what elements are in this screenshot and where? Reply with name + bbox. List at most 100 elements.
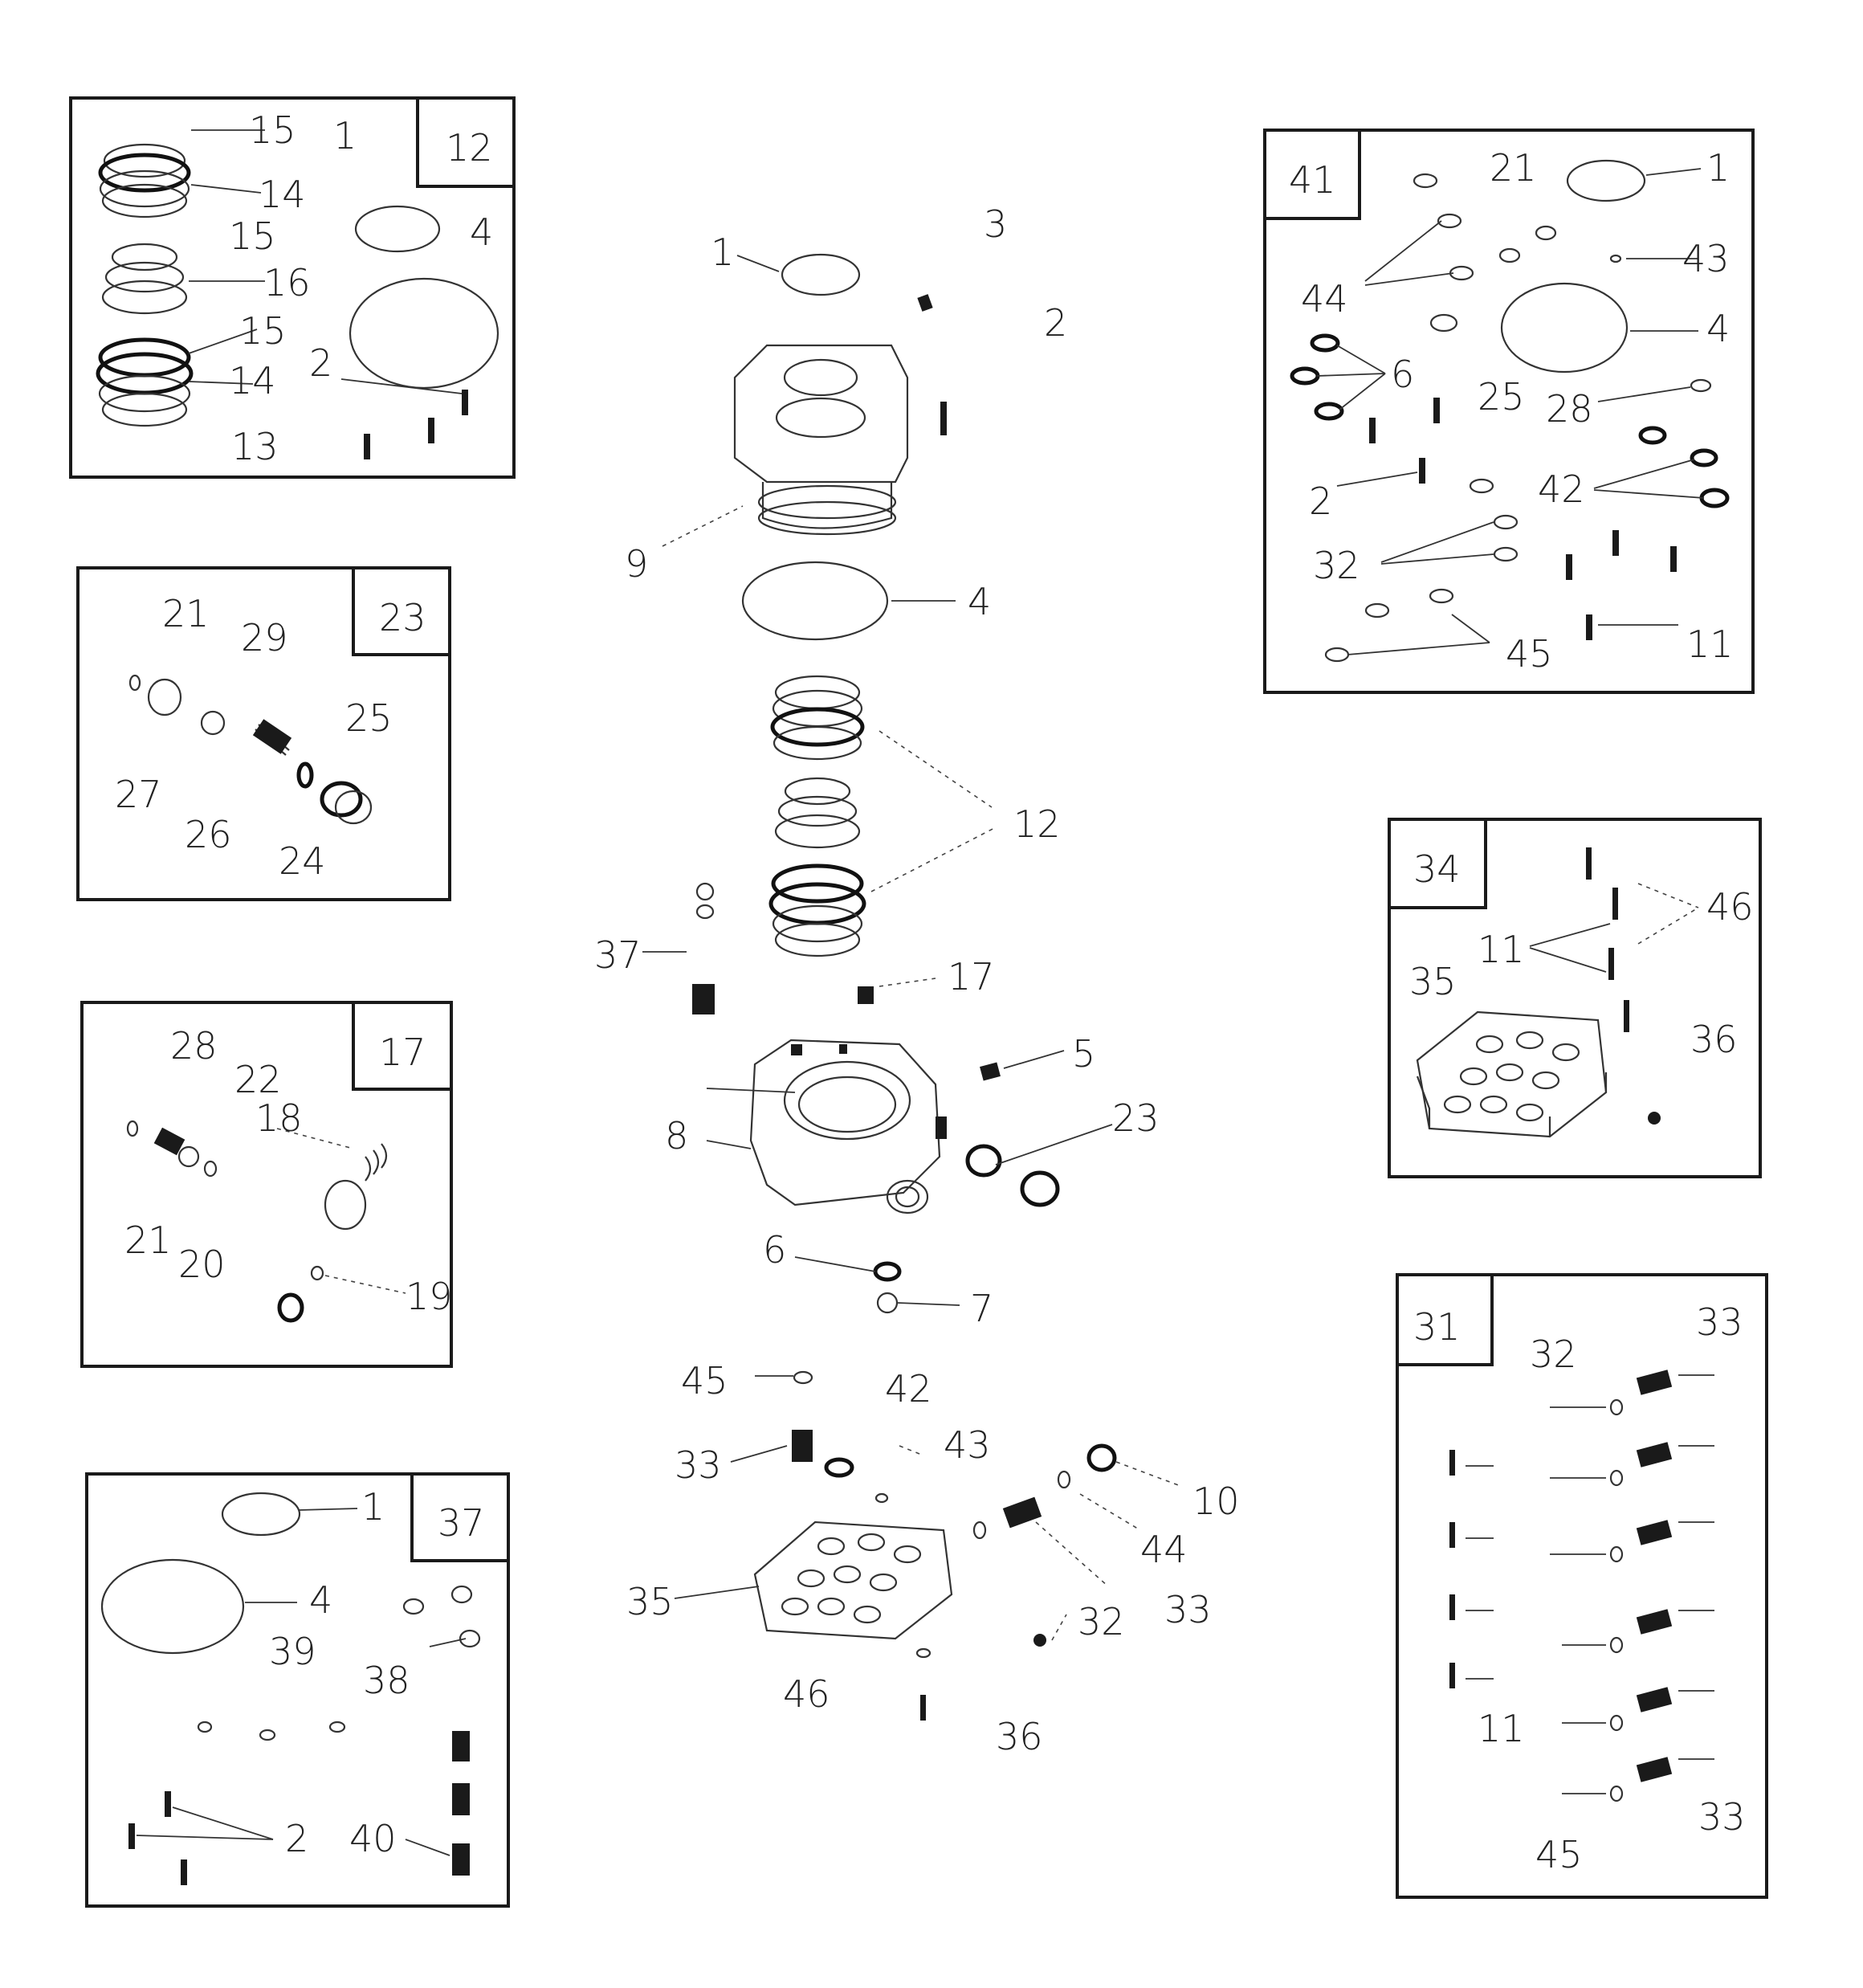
callout-label: 2: [285, 1817, 308, 1860]
panel-31: 31: [1396, 1273, 1768, 1899]
callout-label: 44: [1140, 1528, 1188, 1571]
panel-12-tag-box: [416, 96, 516, 188]
panel-12-tag: 12: [446, 126, 493, 169]
callout-label: 42: [885, 1367, 932, 1410]
callout-label: 14: [229, 359, 276, 402]
o-ring-icon: [873, 1261, 902, 1282]
panel-17-frame: [80, 1001, 453, 1368]
leader-line: [1336, 345, 1386, 374]
panel-31-frame: [1396, 1273, 1768, 1899]
leader-line: [642, 255, 1181, 1641]
callout-label: 36: [996, 1715, 1043, 1758]
callout-label: 27: [115, 773, 162, 816]
o-ring-icon: [793, 1370, 813, 1385]
panel-41-tag: 41: [1289, 158, 1336, 202]
callout-label: 6: [763, 1228, 786, 1272]
callout-label: 7: [970, 1287, 993, 1330]
panel-34-tag-box: [1388, 818, 1487, 909]
callout-label: 35: [1409, 960, 1457, 1003]
leader-line: [298, 1508, 358, 1511]
o-ring-icon: [354, 205, 441, 253]
o-ring-icon: [1057, 1470, 1071, 1489]
valve-block-icon: [1416, 1010, 1608, 1138]
panel-34-frame: [1388, 818, 1762, 1178]
panel-37: 37 1 4 39 38 2 40: [85, 1472, 510, 1908]
leader-line: [190, 184, 262, 194]
panel-23-tag-box: [352, 566, 451, 656]
panel-37-frame: [85, 1472, 510, 1908]
panel-23-frame: [76, 566, 451, 901]
screw-icon: [128, 1791, 187, 1885]
panel-23: 23 21 29 25 27 26 24: [76, 566, 451, 901]
callout-label: 28: [1546, 387, 1593, 431]
leader-line: [1645, 168, 1702, 176]
leader-line: [1380, 521, 1494, 563]
leader-line: [1316, 373, 1386, 377]
o-ring-icon: [972, 1521, 987, 1540]
callout-label: 32: [1313, 544, 1360, 587]
check-valve-icon: [965, 1144, 1002, 1178]
callout-label: 45: [681, 1359, 728, 1402]
screw-icon: [920, 1695, 926, 1721]
callout-label: 32: [1530, 1333, 1577, 1376]
panel-17-tag-box: [352, 1001, 453, 1091]
callout-label: 11: [1686, 623, 1734, 666]
gasket-ring-icon: [1500, 282, 1629, 374]
callout-label: 21: [162, 592, 210, 635]
plug-icon: [858, 986, 874, 1004]
unloader-valve-icon: [126, 1120, 388, 1323]
callout-label: 2: [1044, 301, 1067, 345]
seal-stack-icon: [768, 675, 866, 957]
o-ring-kit-icon: [1290, 173, 1730, 663]
callout-label: 15: [229, 214, 276, 258]
manifold-head-icon: [733, 344, 947, 536]
leader-line: [1637, 907, 1699, 945]
callout-label: 33: [1164, 1588, 1212, 1631]
panel-41-frame: [1263, 129, 1755, 694]
leader-line: [1637, 883, 1699, 908]
gasket-ring-icon: [741, 561, 889, 641]
o-ring-icon: [1566, 159, 1646, 202]
callout-label: 21: [1490, 146, 1537, 190]
leader-line: [1339, 373, 1386, 410]
callout-label: 16: [263, 261, 311, 304]
callout-label: 11: [1478, 1707, 1525, 1750]
valve-cage-icon: [1609, 1370, 1673, 1802]
callout-label: 12: [1013, 802, 1061, 846]
leader-line: [1593, 489, 1705, 499]
plug-icon: [876, 1292, 899, 1314]
leader-line: [1347, 642, 1490, 655]
callout-label: 25: [345, 696, 393, 740]
leader-line: [1380, 553, 1494, 565]
callout-label: 21: [124, 1219, 172, 1262]
callout-label: 22: [234, 1058, 282, 1101]
panel-23-tag: 23: [379, 596, 426, 639]
callout-label: 8: [665, 1114, 688, 1157]
callout-label: 3: [984, 202, 1007, 246]
callout-label: 40: [349, 1817, 397, 1860]
callout-label: 15: [239, 309, 287, 353]
callout-label: 2: [309, 341, 332, 385]
o-ring-icon: [221, 1492, 301, 1537]
leader-line: [1364, 272, 1454, 286]
callout-label: 4: [470, 210, 493, 254]
pump-body-icon: [749, 1039, 947, 1214]
callout-label: 24: [279, 839, 326, 883]
callout-label: 17: [948, 955, 995, 998]
callout-label: 45: [1506, 632, 1553, 676]
panel-37-tag: 37: [438, 1501, 485, 1545]
callout-label: 5: [1072, 1032, 1095, 1076]
valve-cage-icon: [792, 1430, 813, 1462]
panel-41: 41: [1263, 129, 1755, 694]
leader-line: [1451, 614, 1490, 643]
callout-label: 23: [1112, 1096, 1160, 1140]
callout-label: 1: [711, 231, 734, 274]
callout-label: 25: [1478, 375, 1525, 418]
leader-line: [1336, 471, 1418, 487]
callout-label: 4: [1706, 307, 1730, 350]
callout-label: 38: [363, 1659, 410, 1702]
o-ring-icon: [874, 1492, 889, 1504]
leader-line: [324, 1275, 406, 1294]
valve-spring-icon: [692, 882, 715, 1014]
gasket-ring-icon: [100, 1558, 245, 1655]
